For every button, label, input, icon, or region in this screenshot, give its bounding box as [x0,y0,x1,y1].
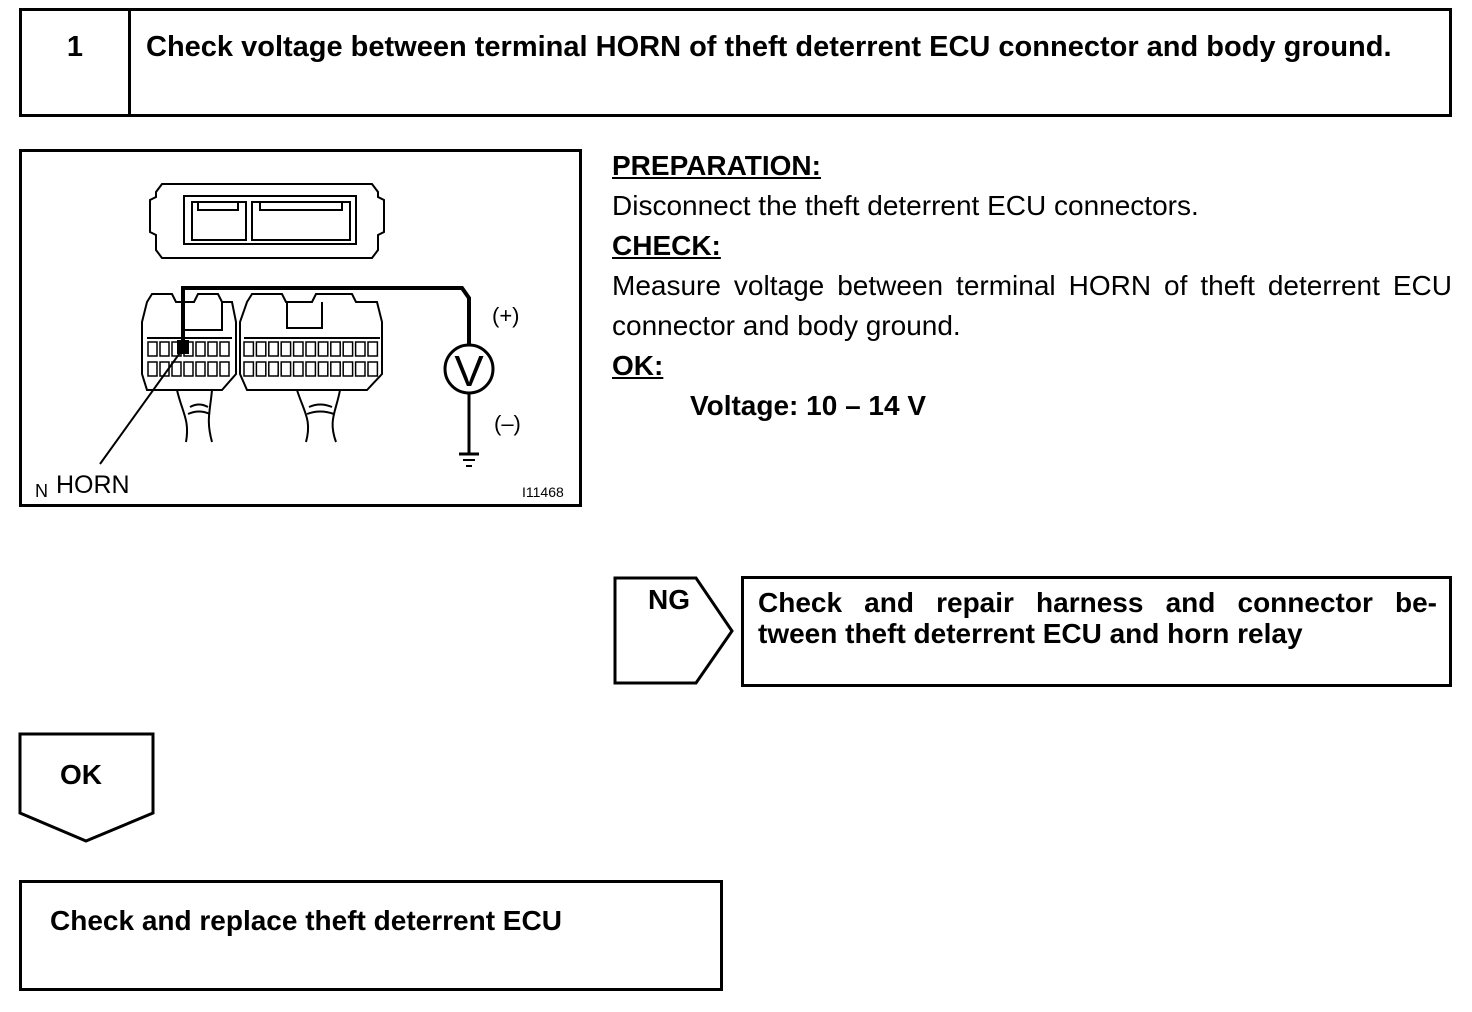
connector-pin [171,361,182,377]
horn-terminal-pin [177,340,189,354]
connector-pin [367,341,379,357]
connector-pin [243,341,255,357]
connector-pin [183,361,194,377]
ok-action-box: Check and replace theft deterrent ECU [19,880,723,991]
connector-pin [354,341,366,357]
connector-pin [207,361,218,377]
ng-action-line2: tween theft deterrent ECU and horn relay [758,618,1303,649]
connector-pin [354,361,366,377]
connector-pin [195,341,206,357]
connector-pin [342,341,354,357]
connector-pin [330,361,341,377]
connector-pin [305,361,317,377]
connector-pin [255,361,267,377]
connector-pin [342,361,354,377]
harness-connector-right [239,293,383,391]
positive-label: (+) [492,303,520,328]
connector-pin [147,361,158,377]
ng-action-line1: Check and repair harness and connector b… [758,587,1437,618]
connector-pin [330,341,341,357]
connector-pin [268,361,279,377]
connector-pin [305,341,317,357]
step-header: 1 Check voltage between terminal HORN of… [19,8,1452,117]
connector-pin [367,361,379,377]
ecu-connector-socket [183,195,357,245]
connector-pin [219,341,230,357]
check-text: Measure voltage between terminal HORN of… [612,270,1452,341]
connector-pin [292,361,304,377]
connector-pin [317,361,329,377]
connector-pin [317,341,329,357]
ng-action-box: Check and repair harness and connector b… [741,576,1452,687]
ok-label: OK [60,759,102,790]
horn-label: HORN [56,471,130,499]
connector-pin [195,361,206,377]
ok-tag: OK [17,731,157,845]
meter-symbol: V [454,347,484,396]
ok-heading: OK: [612,350,664,381]
connector-pin [280,341,292,357]
connector-pin [207,341,218,357]
instructions: PREPARATION: Disconnect the theft deterr… [612,146,1452,426]
connector-diagram-svg: V (+) (–) N HORN I11468 [35,183,564,501]
ng-tag: NG [612,575,737,687]
preparation-text: Disconnect the theft deterrent ECU conne… [612,190,1199,221]
step-number: 1 [22,11,131,114]
connector-pin [292,341,304,357]
connector-pin [280,361,292,377]
connector-pin [243,361,255,377]
connector-pin [255,341,267,357]
connector-pin [219,361,230,377]
terminal-prefix: N [35,481,48,501]
negative-label: (–) [494,411,521,436]
step-title: Check voltage between terminal HORN of t… [146,31,1392,63]
pins-right [243,341,379,377]
harness-connector-left [141,293,237,391]
ok-action-text: Check and replace theft deterrent ECU [50,905,562,936]
ok-spec: Voltage: 10 – 14 V [690,390,927,421]
preparation-heading: PREPARATION: [612,150,821,181]
ecu-body [149,183,385,259]
check-heading: CHECK: [612,230,721,261]
connector-pin [159,361,170,377]
connector-pin [147,341,158,357]
figure-id: I11468 [522,484,564,500]
connector-diagram: V (+) (–) N HORN I11468 [19,149,582,507]
connector-pin [159,341,170,357]
ng-action-text: Check and repair harness and connector b… [758,587,1437,649]
ecu-socket-left [191,201,247,241]
ecu-socket-right [251,201,351,241]
ng-label: NG [648,584,690,615]
connector-pin [268,341,279,357]
